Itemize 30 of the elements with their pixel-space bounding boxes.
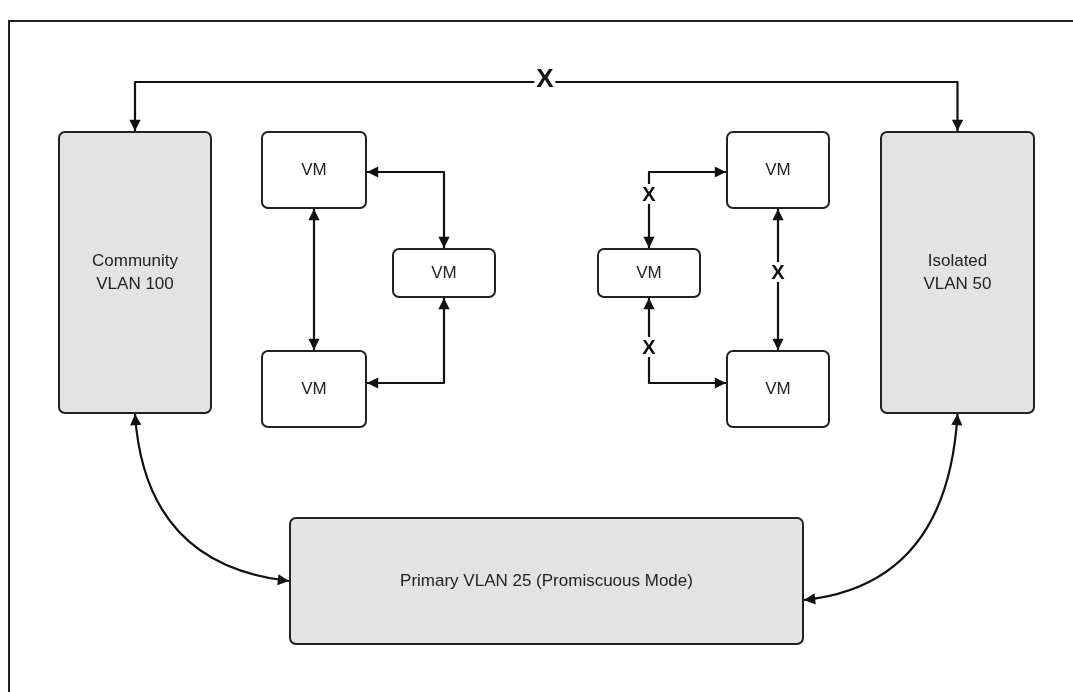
node-label: VM xyxy=(765,377,791,400)
vm-box xyxy=(392,248,496,298)
double-arrow xyxy=(643,298,726,389)
vlan-box xyxy=(58,131,212,414)
double-arrow xyxy=(129,80,964,131)
node-label: VM xyxy=(301,377,327,400)
node-label: Isolated VLAN 50 xyxy=(922,249,993,295)
edge-label: X xyxy=(769,262,787,282)
double-arrow xyxy=(772,209,784,350)
double-arrow xyxy=(367,166,450,248)
double-arrow xyxy=(643,166,726,248)
double-arrow xyxy=(803,413,962,604)
vlan-box xyxy=(289,517,804,645)
double-arrow xyxy=(367,298,450,389)
node-label: VM xyxy=(301,158,327,181)
edge-label: X xyxy=(640,337,658,357)
node-label: Primary VLAN 25 (Promiscuous Mode) xyxy=(400,569,693,592)
vm-box xyxy=(597,248,701,298)
node-label: VM xyxy=(636,261,662,284)
double-arrow xyxy=(308,209,320,350)
vm-box xyxy=(261,350,367,428)
node-label: VM xyxy=(431,261,457,284)
edge-label: X xyxy=(640,184,658,204)
node-label: Community VLAN 100 xyxy=(91,249,179,295)
node-label: VM xyxy=(765,158,791,181)
vm-box xyxy=(261,131,367,209)
double-arrow xyxy=(130,413,290,585)
vm-box xyxy=(726,131,830,209)
vlan-box xyxy=(880,131,1035,414)
vm-box xyxy=(726,350,830,428)
